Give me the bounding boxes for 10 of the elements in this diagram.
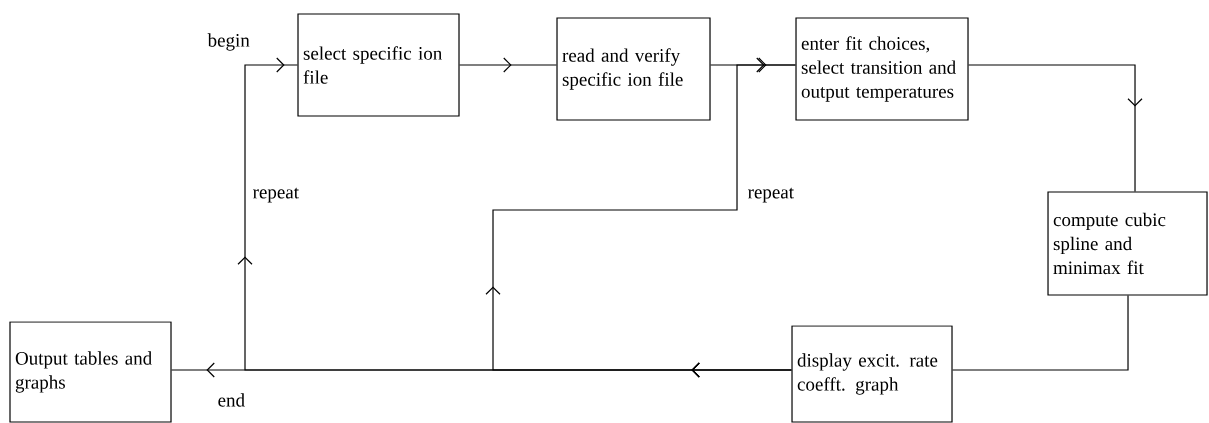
edge-label: repeat	[250, 185, 301, 205]
process-box: read and verify specific ion file	[556, 17, 711, 121]
process-box: display excit. rate coefft. graph	[791, 325, 953, 423]
annotation-text: end	[218, 393, 245, 407]
process-box: compute cubic spline and minimax fit	[1047, 191, 1208, 296]
edge-label: repeat	[745, 185, 796, 205]
process-box: enter fit choices, select transition and output temperatures	[795, 17, 969, 121]
process-box: select specific ion file	[297, 13, 460, 117]
annotation-text: begin	[207, 33, 250, 51]
process-box: Output tables and graphs	[9, 321, 172, 423]
